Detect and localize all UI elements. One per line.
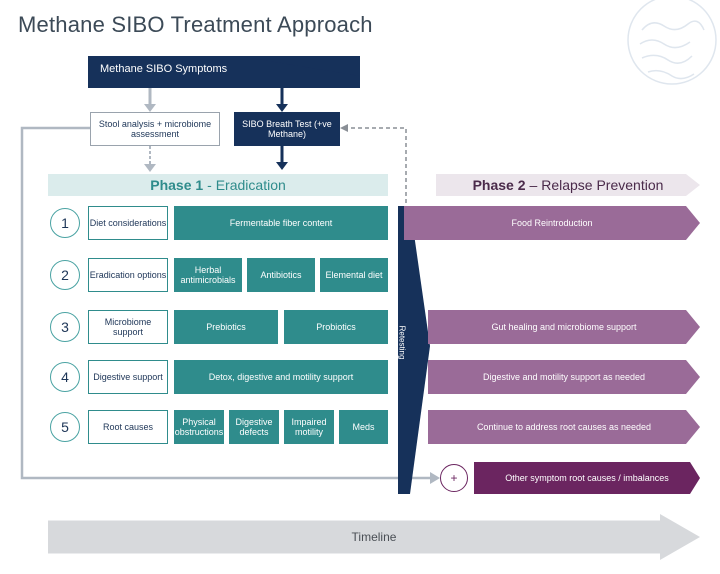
phase2-header: Phase 2 – Relapse Prevention (436, 174, 700, 196)
other-root-causes: Other symptom root causes / imbalances (474, 462, 700, 494)
row-label-root-causes: Root causes (88, 410, 168, 444)
item-detox-support: Detox, digestive and motility support (174, 360, 388, 394)
phase1-label: Phase 1 (150, 177, 204, 193)
phase2-food-reintroduction: Food Reintroduction (404, 206, 700, 240)
item-digestive-defects: Digestive defects (229, 410, 279, 444)
symptoms-wedge (88, 56, 360, 88)
row-label-microbiome: Microbiome support (88, 310, 168, 344)
item-herbal-antimicrobials: Herbal antimicrobials (174, 258, 242, 292)
item-elemental-diet: Elemental diet (320, 258, 388, 292)
phase2-root-causes: Continue to address root causes as neede… (428, 410, 700, 444)
retesting-arrow (398, 206, 430, 494)
timeline-arrow: Timeline (48, 514, 700, 560)
phase2-sub: – Relapse Prevention (529, 177, 664, 193)
step-number-4: 4 (50, 362, 80, 392)
page-title: Methane SIBO Treatment Approach (18, 12, 373, 37)
phase2-label: Phase 2 (472, 177, 526, 193)
intestine-logo-icon (627, 0, 717, 85)
step-number-2: 2 (50, 260, 80, 290)
item-antibiotics: Antibiotics (247, 258, 315, 292)
symptoms-label: Methane SIBO Symptoms (100, 63, 228, 75)
item-prebiotics: Prebiotics (174, 310, 278, 344)
row-label-eradication: Eradication options (88, 258, 168, 292)
phase1-header: Phase 1 - Eradication (48, 174, 388, 196)
breath-test-box: SIBO Breath Test (+ve Methane) (234, 112, 340, 146)
row-label-digestive: Digestive support (88, 360, 168, 394)
row-label-diet: Diet considerations (88, 206, 168, 240)
timeline-label: Timeline (351, 530, 397, 544)
item-probiotics: Probiotics (284, 310, 388, 344)
item-meds: Meds (339, 410, 388, 444)
retesting-label: Retesting (397, 325, 407, 360)
item-physical-obstructions: Physical obstructions (174, 410, 224, 444)
step-number-5: 5 (50, 412, 80, 442)
item-fermentable-fiber: Fermentable fiber content (174, 206, 388, 240)
stool-analysis-box: Stool analysis + microbiome assessment (90, 112, 220, 146)
phase1-sub: - Eradication (207, 177, 286, 193)
step-number-3: 3 (50, 312, 80, 342)
phase2-gut-healing: Gut healing and microbiome support (428, 310, 700, 344)
step-number-1: 1 (50, 208, 80, 238)
item-impaired-motility: Impaired motility (284, 410, 334, 444)
plus-icon: + (440, 464, 468, 492)
phase2-digestive-motility: Digestive and motility support as needed (428, 360, 700, 394)
